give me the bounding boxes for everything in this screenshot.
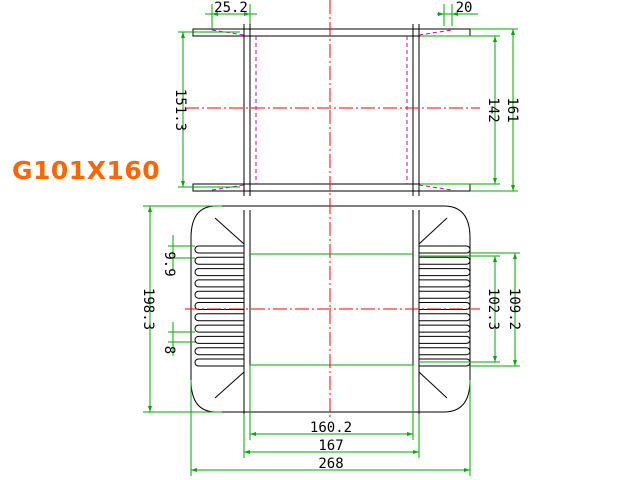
top-view-hidden-lines [211,29,453,191]
cooling-fin [419,279,471,288]
cooling-fin [194,324,244,333]
cooling-fin [194,358,244,367]
left-fin-array [194,245,244,367]
right-fin-array [419,245,471,367]
top-view-centerlines [185,0,480,200]
dimension-arrows [148,12,517,472]
dim-top-height-inner: 142 [485,97,501,122]
cooling-fin [419,268,471,277]
dim-total-width: 268 [318,456,343,472]
bottom-view-centerlines [185,200,480,420]
dim-window-height-outer: 109.2 [506,288,522,330]
cooling-fin [419,290,471,299]
dim-top-height-total: 161 [504,97,520,122]
cooling-fin [419,302,471,310]
cooling-fin [419,245,471,254]
dim-top-flange-left: 25.2 [214,0,248,16]
cooling-fin [194,290,244,299]
cooling-fin [194,302,244,310]
cooling-fin [194,347,244,356]
cooling-fin [194,335,244,344]
cooling-fin [194,245,244,254]
dim-core-width-outer: 167 [318,438,343,454]
cooling-fin [419,313,471,322]
top-view [192,24,471,196]
cooling-fin [194,256,244,265]
cooling-fin [419,324,471,333]
bottom-view-window-edges [250,253,413,366]
cooling-fin [419,335,471,344]
dimensions [143,4,520,476]
dim-fin-pitch-top: 9.9 [161,251,177,276]
cooling-fin [194,279,244,288]
cooling-fin [194,313,244,322]
cooling-fin [419,347,471,356]
dim-core-width: 160.2 [310,420,352,436]
cooling-fin [419,256,471,265]
dim-bottom-height: 198.3 [140,288,156,330]
dim-top-height-outer: 151.3 [172,89,188,131]
part-number-label: G101X160 [12,156,161,185]
dim-fin-pitch-bottom: 8 [161,346,177,354]
dim-window-height: 102.3 [485,288,501,330]
dim-top-flange-right: 20 [456,0,473,16]
cooling-fin [194,268,244,277]
